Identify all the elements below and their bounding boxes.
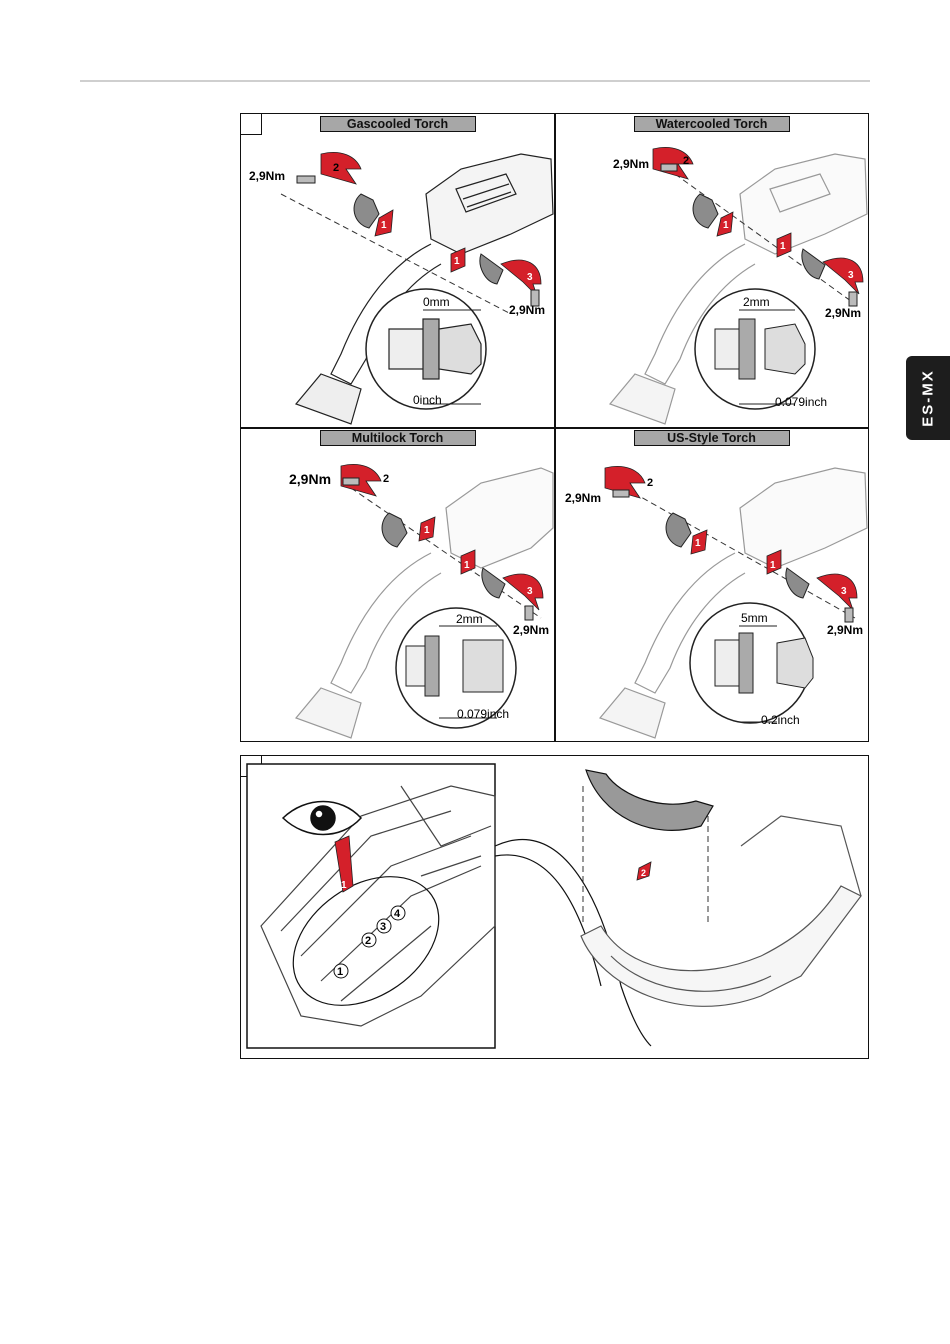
torque-bottom-label: 2,9Nm <box>827 623 863 637</box>
torch-illustration: 2,9Nm 2,9Nm 5mm 0.2inch 2 1 1 3 <box>555 428 868 741</box>
torch-illustration: 2,9Nm 2,9Nm 2mm 0.079inch 2 1 1 3 <box>555 114 868 427</box>
torque-bottom-label: 2,9Nm <box>509 303 545 317</box>
torch-illustration: 2,9Nm 2,9Nm 0mm 0inch 2 1 1 3 <box>241 114 554 427</box>
step-label: 2 <box>383 473 389 485</box>
torque-top-label: 2,9Nm <box>565 491 601 505</box>
screw-bottom <box>849 292 857 306</box>
gap-inch-label: 0inch <box>413 393 442 407</box>
torch-neck-part <box>581 816 861 1006</box>
step-label: 1 <box>464 560 470 571</box>
connector-curve <box>495 840 651 1046</box>
gap-inch-label: 0.079inch <box>457 707 509 721</box>
step-label: 1 <box>770 560 776 571</box>
step-label: 1 <box>695 538 701 549</box>
spacer-ring <box>586 770 713 830</box>
screw-top <box>661 164 677 171</box>
figure-torch-mounting: Gascooled Torch <box>240 113 869 742</box>
screw-top <box>613 490 629 497</box>
panel-gascooled: Gascooled Torch <box>241 114 554 427</box>
step-label: 1 <box>381 220 387 231</box>
step-label: 1 <box>341 880 347 891</box>
connector-curve <box>495 855 601 986</box>
gap-inch-label: 0.2inch <box>761 713 800 727</box>
torque-bottom-label: 2,9Nm <box>513 623 549 637</box>
panel-us-style: US-Style Torch <box>555 428 868 741</box>
torque-top-label: 2,9Nm <box>249 169 285 183</box>
gap-mm-label: 2mm <box>743 295 770 309</box>
gap-mm-label: 0mm <box>423 295 450 309</box>
screw-top <box>297 176 315 183</box>
torque-bottom-label: 2,9Nm <box>825 306 861 320</box>
screw-bottom <box>845 608 853 622</box>
step-label: 3 <box>527 586 533 597</box>
step-label: 2 <box>641 868 646 878</box>
step-label: 1 <box>780 241 786 252</box>
figure-part-inspection: 1 2 3 4 1 2 <box>240 755 869 1059</box>
torque-top-label: 2,9Nm <box>613 157 649 171</box>
position-label: 4 <box>394 908 401 920</box>
language-tab: ES-MX <box>906 356 950 440</box>
position-label: 3 <box>380 921 386 933</box>
screw-bottom <box>525 606 533 620</box>
gap-inch-label: 0.079inch <box>775 395 827 409</box>
step-label: 3 <box>848 270 854 281</box>
step-label: 3 <box>527 272 533 283</box>
step-label: 3 <box>841 586 847 597</box>
torque-top-label: 2,9Nm <box>289 471 331 487</box>
step-label: 1 <box>454 256 460 267</box>
step-label: 2 <box>647 477 653 489</box>
inspection-illustration: 1 2 3 4 1 2 <box>241 756 867 1056</box>
detail-frame <box>247 764 495 1048</box>
position-label: 1 <box>337 966 343 978</box>
gap-mm-label: 5mm <box>741 611 768 625</box>
step-label: 1 <box>424 525 430 536</box>
language-tab-label: ES-MX <box>920 369 937 427</box>
panel-multilock: Multilock Torch <box>241 428 554 741</box>
step-label: 2 <box>683 155 689 167</box>
gap-mm-label: 2mm <box>456 612 483 626</box>
torch-illustration: 2,9Nm 2,9Nm 2mm 0.079inch 2 1 1 3 <box>241 428 554 741</box>
screw-top <box>343 478 359 485</box>
step-label: 1 <box>723 220 729 231</box>
position-label: 2 <box>365 935 371 947</box>
step-label: 2 <box>333 162 339 174</box>
header-rule <box>80 80 870 82</box>
panel-watercooled: Watercooled Torch <box>555 114 868 427</box>
